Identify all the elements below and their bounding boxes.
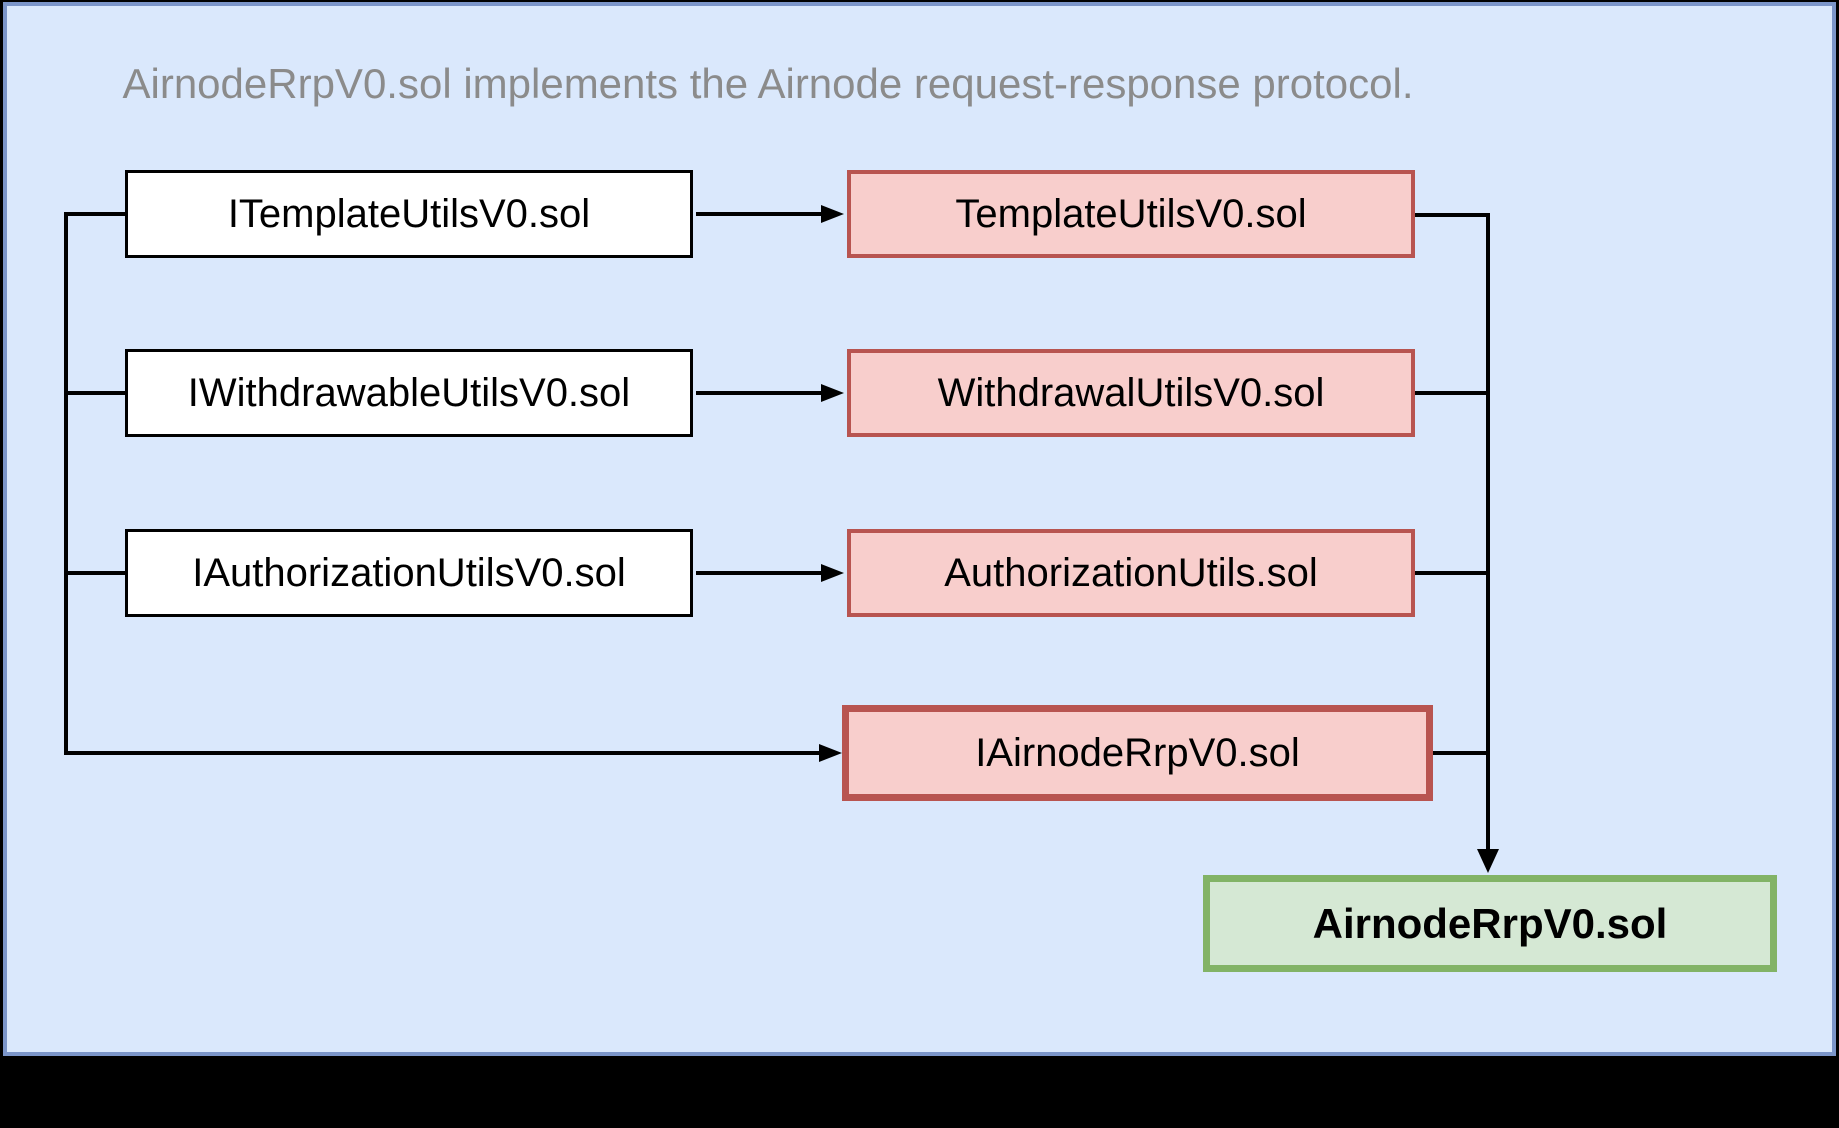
connector-right-spine (1486, 213, 1490, 849)
interface-box-authorization-utils: IAuthorizationUtilsV0.sol (125, 529, 693, 617)
connector-to-rrp-interface (64, 751, 820, 755)
connector-left-stub-row3 (64, 571, 125, 575)
connector-right-stub-row1 (1415, 213, 1488, 217)
implementation-box-template-utils: TemplateUtilsV0.sol (847, 170, 1415, 258)
arrowhead-down-icon (1477, 849, 1499, 873)
connector-right-stub-rrp (1433, 751, 1488, 755)
connector-right-stub-row3 (1415, 571, 1488, 575)
arrowhead-right-icon (819, 744, 842, 762)
arrowhead-right-icon (821, 384, 844, 402)
rrp-interface-box: IAirnodeRrpV0.sol (842, 705, 1433, 801)
connector-right-stub-row2 (1415, 391, 1488, 395)
implementation-box-withdrawal-utils: WithdrawalUtilsV0.sol (847, 349, 1415, 437)
connector-iface-impl-row1 (696, 212, 822, 216)
interface-box-withdrawable-utils: IWithdrawableUtilsV0.sol (125, 349, 693, 437)
connector-left-stub-row1 (64, 212, 125, 216)
interface-box-template-utils: ITemplateUtilsV0.sol (125, 170, 693, 258)
implementation-box-authorization-utils: AuthorizationUtils.sol (847, 529, 1415, 617)
rrp-implementation-box: AirnodeRrpV0.sol (1203, 875, 1777, 972)
arrowhead-right-icon (821, 205, 844, 223)
diagram-title: AirnodeRrpV0.sol implements the Airnode … (122, 60, 1414, 107)
connector-iface-impl-row3 (696, 571, 822, 575)
connector-iface-impl-row2 (696, 391, 822, 395)
connector-left-spine (64, 212, 68, 755)
arrowhead-right-icon (821, 564, 844, 582)
connector-left-stub-row2 (64, 391, 125, 395)
